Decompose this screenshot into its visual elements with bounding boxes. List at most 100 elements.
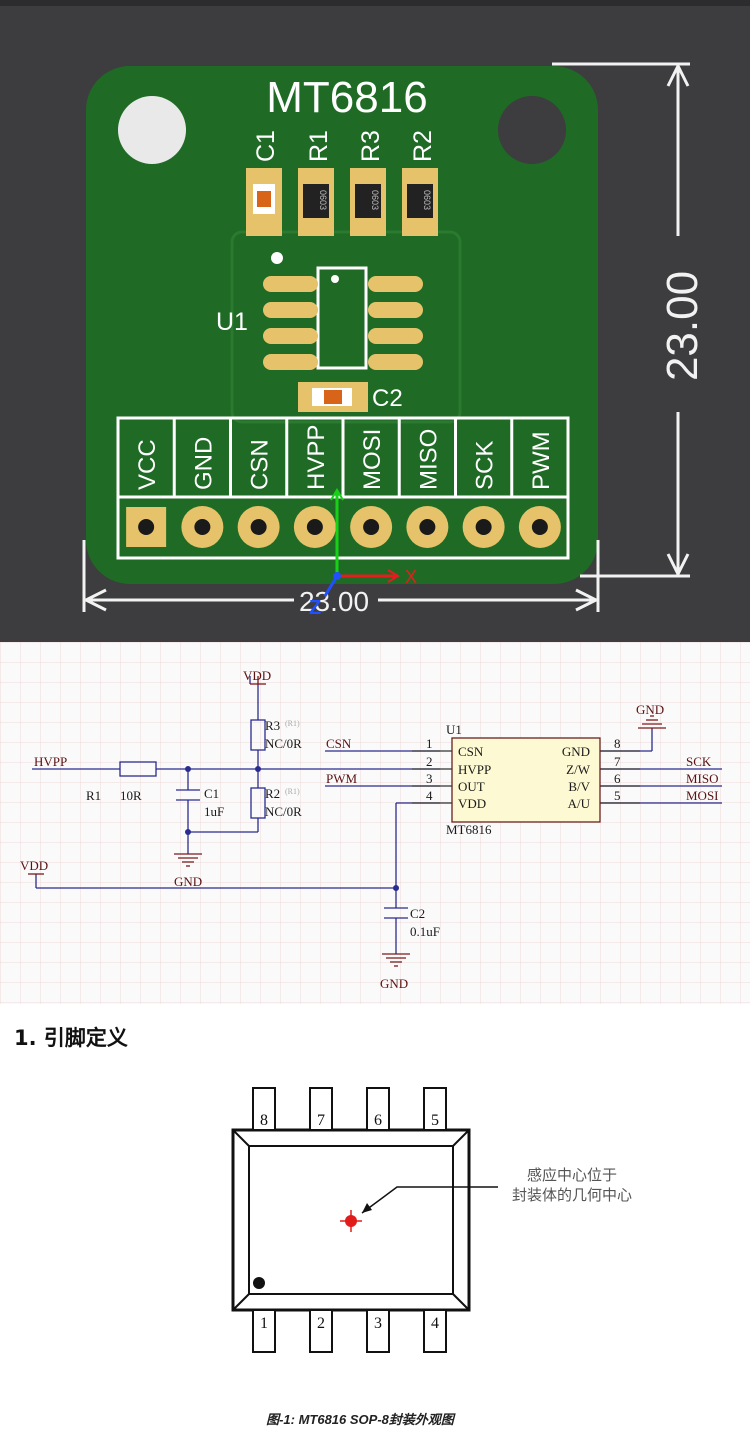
gnd-top-label: GND xyxy=(636,702,664,717)
r2-label: R2 xyxy=(265,786,280,801)
dimension-horizontal-text: 23.00 xyxy=(299,586,369,617)
silk-label-c1: C1 xyxy=(252,130,280,162)
header-pad-sck xyxy=(462,506,505,548)
header-pin-label-csn: CSN xyxy=(247,439,274,490)
schematic-drawing: VDD R3 (R1) NC/0R R2 (R1) NC/0R HVPP R1 … xyxy=(0,642,750,1004)
u1-label: U1 xyxy=(446,722,462,737)
c2-label: C2 xyxy=(410,906,425,921)
schematic-panel: VDD R3 (R1) NC/0R R2 (R1) NC/0R HVPP R1 … xyxy=(0,642,750,1004)
header-pin-label-mosi: MOSI xyxy=(359,429,386,490)
r2-value: NC/0R xyxy=(265,804,302,819)
c2-value: 0.1uF xyxy=(410,924,440,939)
sop8-package xyxy=(231,1128,471,1312)
header-pad-miso xyxy=(406,506,449,548)
pcb-board-drawing: MT6816 C1 R1 R3 R2 0603 0603 0603 U1 xyxy=(0,0,750,619)
gnd-left-label: GND xyxy=(174,874,202,889)
package-pin-4: 4 xyxy=(423,1309,447,1353)
package-pin-7: 7 xyxy=(309,1087,333,1131)
c1-label: C1 xyxy=(204,786,219,801)
header-pad-csn xyxy=(237,506,280,548)
mounting-hole-left xyxy=(118,96,186,164)
package-pin-6: 6 xyxy=(366,1087,390,1131)
pin-name-z-w: Z/W xyxy=(566,762,591,777)
capacitor-c1 xyxy=(257,191,271,207)
net-label-sck: SCK xyxy=(686,754,712,769)
chip-name-label: MT6816 xyxy=(446,822,492,837)
r1-label: R1 xyxy=(86,788,101,803)
dimension-horizontal: 23.00 xyxy=(82,540,600,617)
axis-z-label: Z xyxy=(309,597,321,619)
pin-name-b-v: B/V xyxy=(568,779,590,794)
pin-name-out: OUT xyxy=(458,779,485,794)
capacitor-c2 xyxy=(298,382,368,412)
resistor-r2: 0603 xyxy=(402,168,438,236)
svg-text:7: 7 xyxy=(317,1112,325,1129)
header-pin-label-gnd: GND xyxy=(190,437,217,490)
svg-text:8: 8 xyxy=(260,1112,268,1129)
header-pin-label-hvpp: HVPP xyxy=(303,425,330,490)
vdd-top-label: VDD xyxy=(243,668,271,683)
c1-value: 1uF xyxy=(204,804,224,819)
r2-ref: (R1) xyxy=(285,787,300,796)
r3-ref: (R1) xyxy=(285,719,300,728)
pin-number-6: 6 xyxy=(614,771,621,786)
pin-number-1: 1 xyxy=(426,736,433,751)
net-label-csn: CSN xyxy=(326,736,352,751)
resistor-r2-symbol xyxy=(250,787,266,819)
resistor-r1-symbol xyxy=(119,761,157,777)
axis-gizmo: X Z xyxy=(309,488,417,619)
header-pad-gnd xyxy=(181,506,224,548)
pcb-render-panel: MT6816 C1 R1 R3 R2 0603 0603 0603 U1 xyxy=(0,0,750,642)
pin-number-8: 8 xyxy=(614,736,621,751)
header-pad-pwm xyxy=(518,506,561,548)
net-label-miso: MISO xyxy=(686,771,719,786)
pin-number-4: 4 xyxy=(426,788,433,803)
pin-number-3: 3 xyxy=(426,771,433,786)
svg-text:0603: 0603 xyxy=(422,190,432,210)
pcb-board xyxy=(86,66,598,584)
section-heading: 1. 引脚定义 xyxy=(14,1026,128,1050)
resistor-r3: 0603 xyxy=(350,168,386,236)
axis-x-label: X xyxy=(405,567,417,587)
svg-text:3: 3 xyxy=(374,1315,382,1332)
svg-text:0603: 0603 xyxy=(370,190,380,210)
package-pin-2: 2 xyxy=(309,1309,333,1353)
pin-number-5: 5 xyxy=(614,788,621,803)
pin-name-hvpp: HVPP xyxy=(458,762,491,777)
silk-label-u1: U1 xyxy=(216,308,248,336)
r3-value: NC/0R xyxy=(265,736,302,751)
sensing-center-marker xyxy=(340,1210,362,1232)
svg-text:0603: 0603 xyxy=(318,190,328,210)
r3-label: R3 xyxy=(265,718,280,733)
pin-name-vdd: VDD xyxy=(458,796,486,811)
pin-name-csn: CSN xyxy=(458,744,484,759)
gnd-bottom-label: GND xyxy=(380,976,408,991)
silk-label-c2: C2 xyxy=(372,385,403,412)
svg-text:4: 4 xyxy=(431,1315,439,1332)
package-pin-8: 8 xyxy=(252,1087,276,1131)
chip-u1-body xyxy=(451,737,601,823)
vdd-left-label: VDD xyxy=(20,858,48,873)
header-pad-mosi xyxy=(350,506,393,548)
dimension-vertical: 23.00 xyxy=(552,62,707,578)
pin-name-gnd: GND xyxy=(562,744,590,759)
svg-text:6: 6 xyxy=(374,1112,382,1129)
figure-caption: 图-1: MT6816 SOP-8封装外观图 xyxy=(266,1412,456,1427)
ic-footprint-u1 xyxy=(263,266,423,370)
mounting-hole-right xyxy=(498,96,566,164)
annotation-line1: 感应中心位于 xyxy=(527,1166,617,1184)
header-pad-hvpp xyxy=(293,506,336,548)
package-pin-5: 5 xyxy=(423,1087,447,1131)
board-title: MT6816 xyxy=(266,73,427,122)
header-pin-label-pwm: PWM xyxy=(528,431,555,490)
silk-label-r2: R2 xyxy=(409,130,437,162)
pin-name-a-u: A/U xyxy=(568,796,591,811)
net-label-pwm: PWM xyxy=(326,771,358,786)
silk-label-r3: R3 xyxy=(357,130,385,162)
pin-number-2: 2 xyxy=(426,754,433,769)
pin1-marker-dot xyxy=(253,1277,265,1289)
svg-text:2: 2 xyxy=(317,1315,325,1332)
net-label-mosi: MOSI xyxy=(686,788,719,803)
